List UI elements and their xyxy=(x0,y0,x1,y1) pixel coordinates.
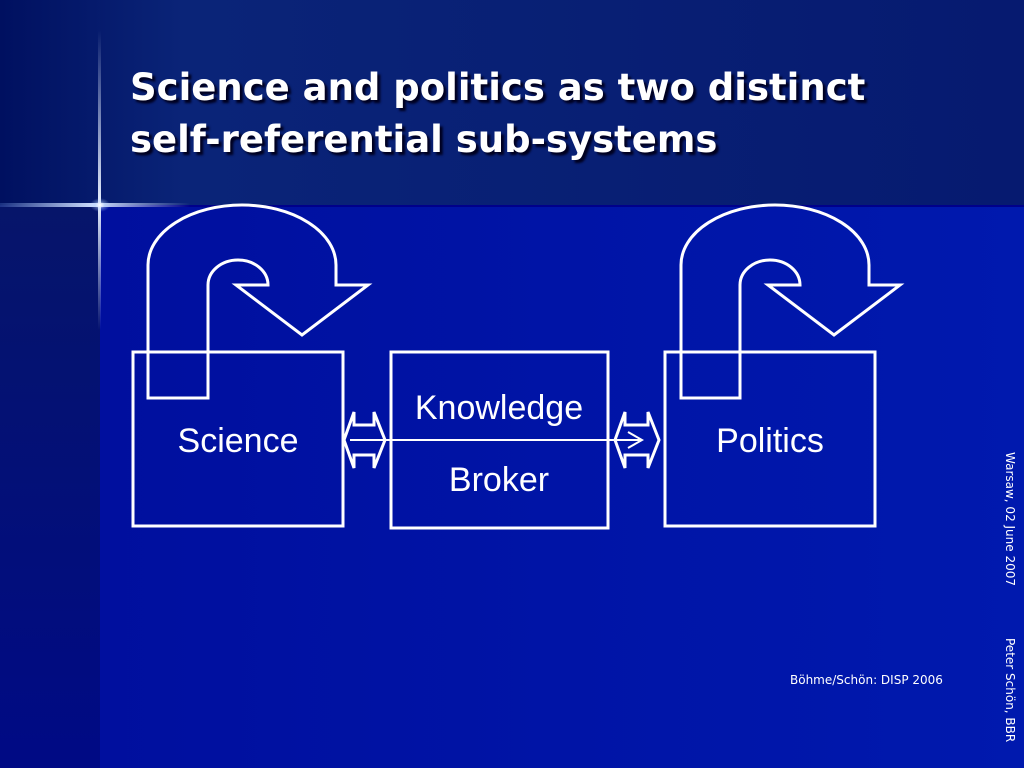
slide-title-line-2: self-referential sub-systems xyxy=(130,118,718,161)
slide-title: Science and politics as two distinct sel… xyxy=(130,62,990,166)
science-loop-arrow xyxy=(146,203,373,400)
left-strip xyxy=(0,205,100,768)
double-arrow-broker-politics xyxy=(613,411,661,469)
double-arrow-science-broker xyxy=(342,411,387,469)
footer-date: Warsaw, 02 June 2007 xyxy=(1003,452,1017,587)
politics-label: Politics xyxy=(716,422,824,460)
light-flare-core xyxy=(90,198,110,212)
broker-label-broker: Broker xyxy=(449,461,549,499)
slide-title-line-1: Science and politics as two distinct xyxy=(130,66,866,109)
science-label: Science xyxy=(178,422,299,460)
light-flare-vertical xyxy=(98,30,101,330)
politics-box xyxy=(663,350,877,528)
broker-label-knowledge: Knowledge xyxy=(415,389,583,427)
politics-loop-arrow xyxy=(679,203,905,400)
source-citation: Böhme/Schön: DISP 2006 xyxy=(790,673,943,687)
header-band xyxy=(0,0,1024,205)
connector-arrowhead xyxy=(627,431,645,449)
footer-author: Peter Schön, BBR xyxy=(1003,638,1017,743)
